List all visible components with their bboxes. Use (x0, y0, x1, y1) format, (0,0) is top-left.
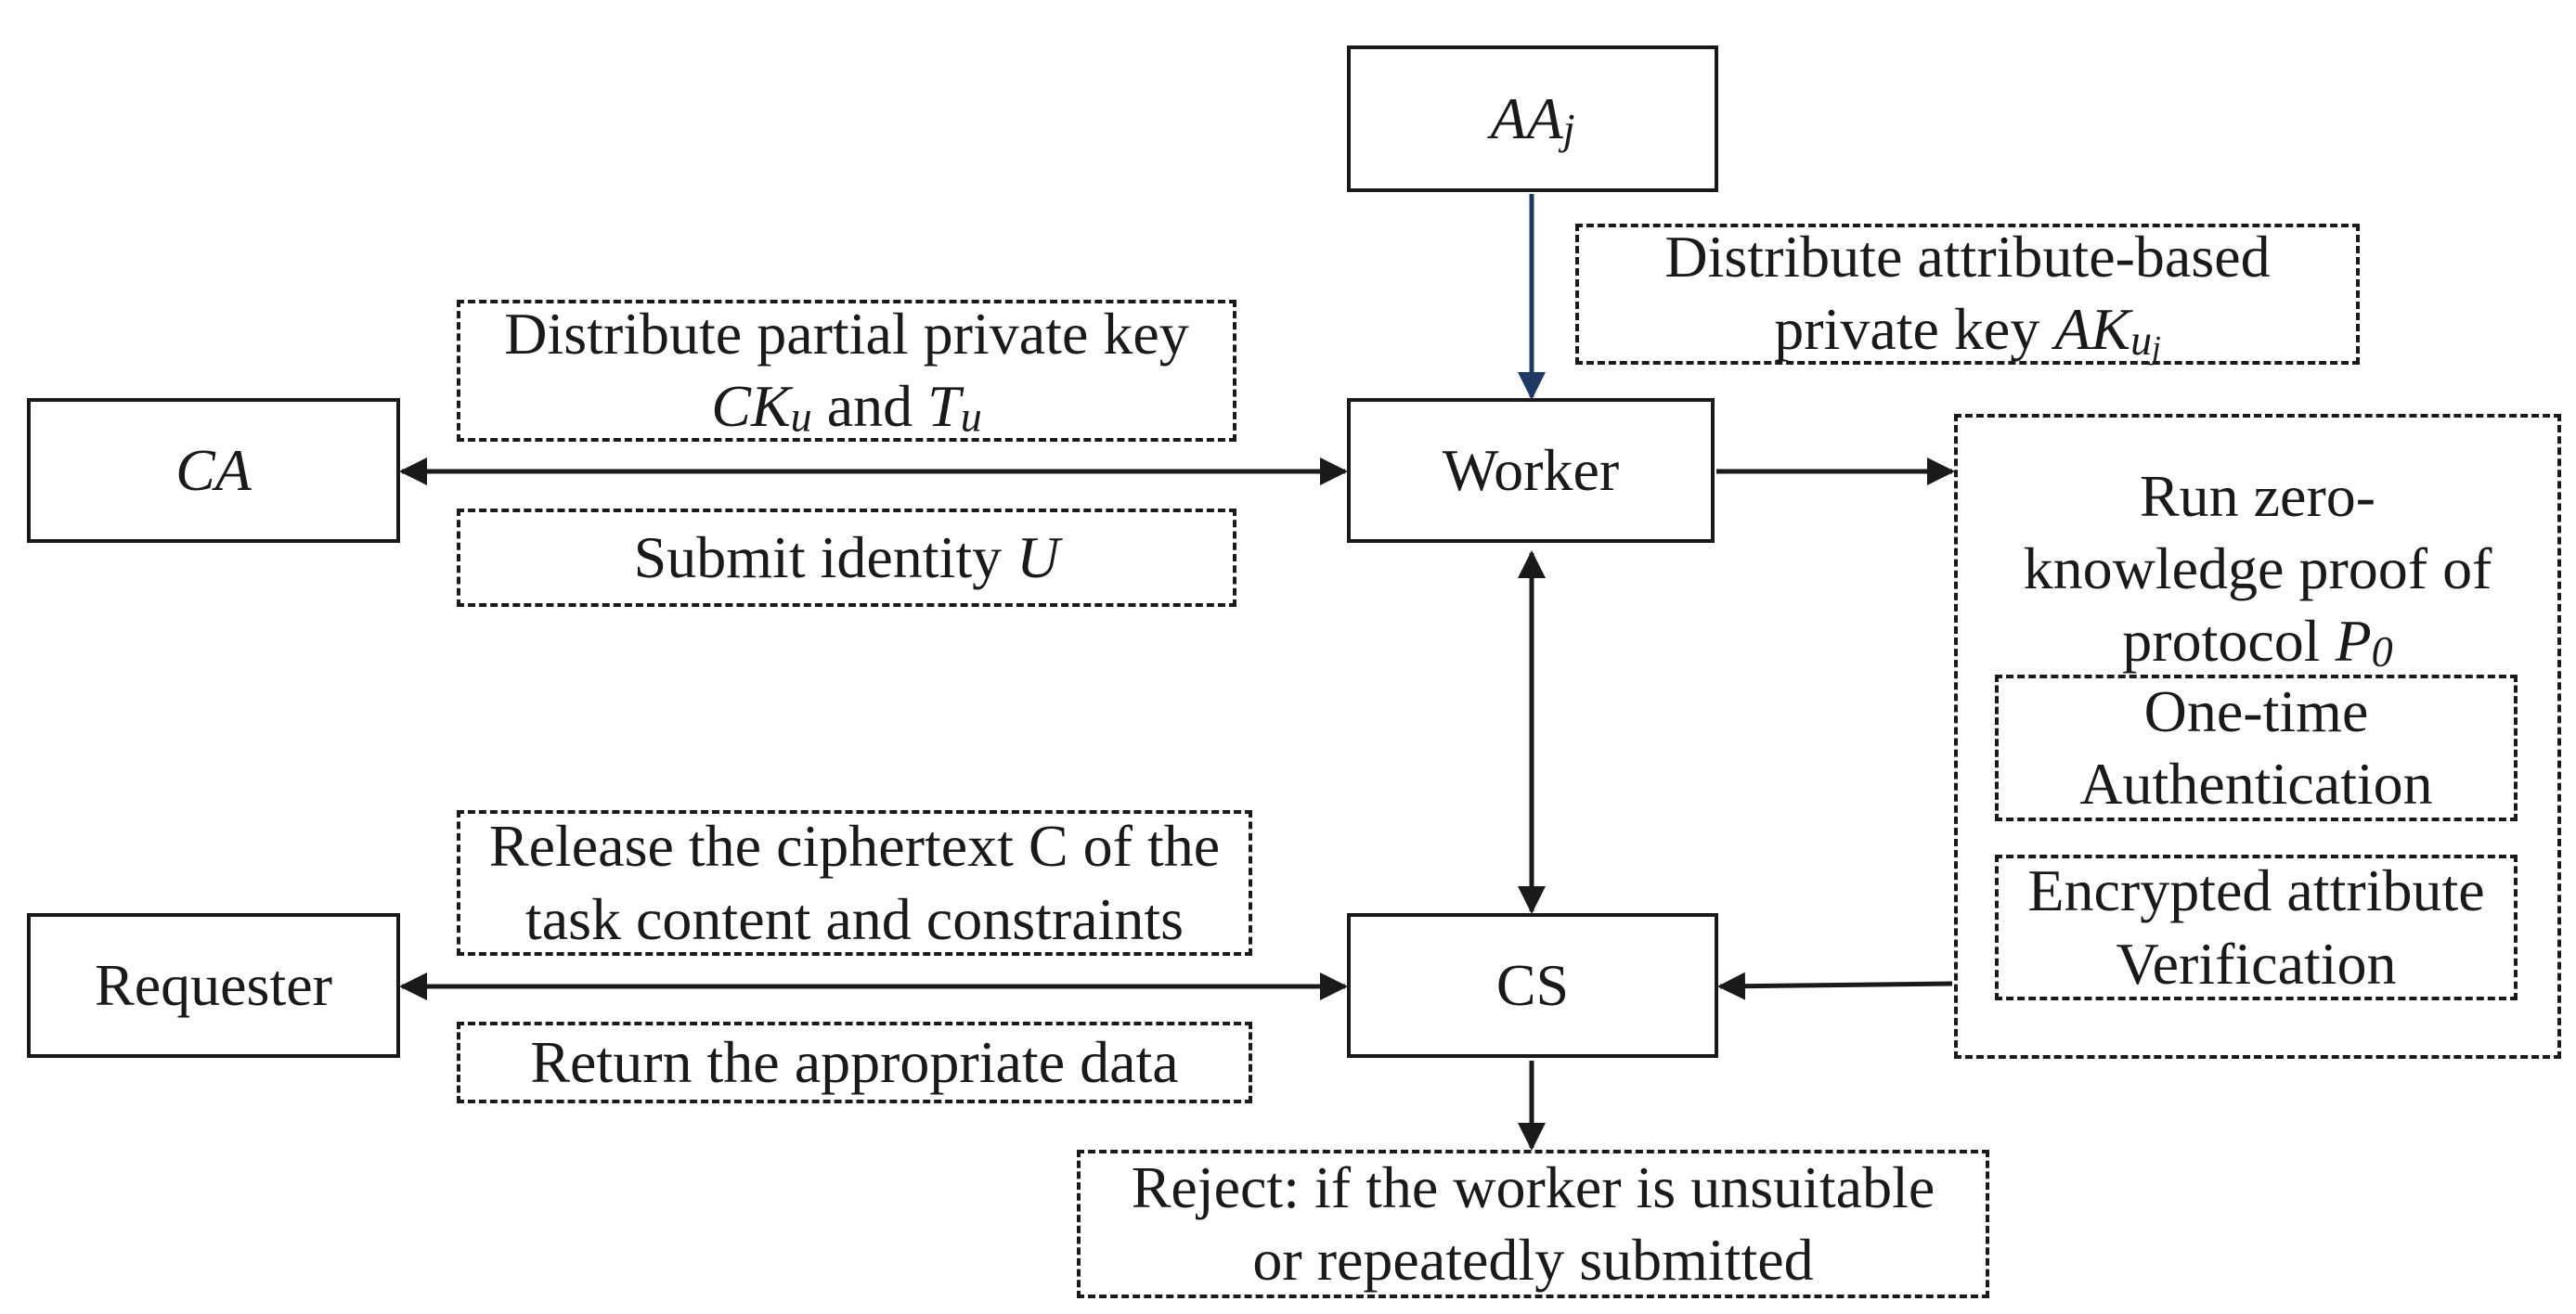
ak-subscript: u (2130, 316, 2153, 364)
release-ciphertext-note: Release the ciphertext C of the task con… (457, 810, 1252, 956)
t-symbol: T (927, 373, 961, 440)
attribute-key-line2: private key (1774, 296, 2055, 363)
encrypted-attr-box: Encrypted attribute Verification (1995, 855, 2518, 1000)
zkp-to-cs-arrow (1717, 972, 1953, 1000)
zkp-container: Run zero- knowledge proof of protocol P0 (1954, 414, 2561, 1059)
ak-subsubscript: j (2152, 329, 2161, 366)
and-text: and (811, 373, 928, 440)
ck-symbol: CK (711, 373, 791, 440)
ak-symbol: AK (2054, 296, 2131, 363)
zkp-line2: knowledge proof of (2023, 535, 2492, 602)
u-symbol: U (1016, 523, 1060, 590)
zkp-line3: protocol (2122, 608, 2336, 675)
aa-label: AA (1490, 84, 1563, 151)
reject-line2: or repeatedly submitted (1252, 1227, 1814, 1293)
worker-node: Worker (1347, 398, 1715, 543)
p-symbol: P (2335, 608, 2372, 675)
cs-label: CS (1495, 951, 1570, 1018)
ck-subscript: u (790, 393, 812, 441)
ca-node: CA (27, 398, 400, 543)
encrypted-line2: Verification (2116, 930, 2397, 997)
p-subscript: 0 (2371, 627, 2393, 676)
return-data-note: Return the appropriate data (457, 1022, 1252, 1103)
t-subscript: u (960, 393, 982, 441)
partial-key-line1: Distribute partial private key (504, 301, 1189, 367)
aa-node: AAj (1347, 45, 1718, 192)
submit-identity-note: Submit identity U (457, 509, 1236, 607)
requester-label: Requester (95, 951, 332, 1018)
partial-key-note: Distribute partial private key CKu and T… (457, 300, 1236, 442)
attribute-key-line1: Distribute attribute-based (1664, 224, 2271, 290)
one-time-auth-box: One-time Authentication (1995, 675, 2518, 821)
one-time-line1: One-time (2143, 677, 2369, 744)
return-data-text: Return the appropriate data (530, 1028, 1179, 1095)
cs-node: CS (1347, 913, 1718, 1058)
attribute-key-note: Distribute attribute-based private key A… (1575, 224, 2360, 366)
release-line2: task content and constraints (524, 885, 1184, 952)
encrypted-line1: Encrypted attribute (2027, 857, 2485, 924)
release-line1: Release the ciphertext C of the (488, 813, 1221, 880)
reject-note: Reject: if the worker is unsuitable or r… (1077, 1150, 1989, 1298)
aa-subscript: j (1562, 105, 1575, 153)
worker-label: Worker (1442, 436, 1620, 503)
one-time-line2: Authentication (2079, 751, 2433, 817)
ca-label: CA (175, 436, 252, 503)
zkp-line1: Run zero- (2139, 463, 2376, 529)
requester-node: Requester (27, 913, 400, 1058)
submit-identity-text: Submit identity (633, 523, 1017, 590)
reject-line1: Reject: if the worker is unsuitable (1131, 1153, 1935, 1220)
